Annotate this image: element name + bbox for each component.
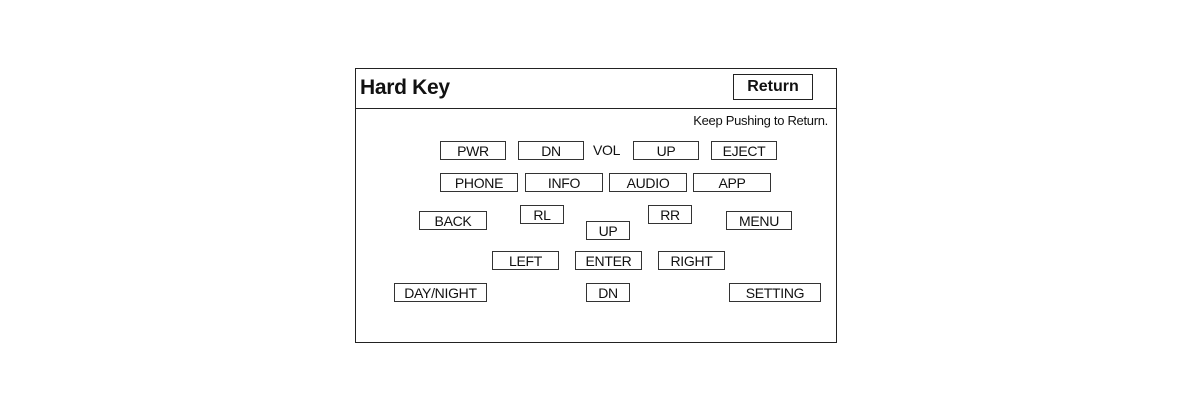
menu-key[interactable]: MENU	[726, 211, 792, 230]
up-key[interactable]: UP	[586, 221, 630, 240]
keep-pushing-hint: Keep Pushing to Return.	[693, 113, 828, 128]
vol-dn-key[interactable]: DN	[518, 141, 584, 160]
page-title: Hard Key	[360, 76, 450, 99]
rr-key[interactable]: RR	[648, 205, 692, 224]
back-key[interactable]: BACK	[419, 211, 487, 230]
info-key[interactable]: INFO	[525, 173, 603, 192]
setting-key[interactable]: SETTING	[729, 283, 821, 302]
rl-key[interactable]: RL	[520, 205, 564, 224]
audio-key[interactable]: AUDIO	[609, 173, 687, 192]
day-night-key[interactable]: DAY/NIGHT	[394, 283, 487, 302]
dn-key[interactable]: DN	[586, 283, 630, 302]
left-key[interactable]: LEFT	[492, 251, 559, 270]
app-key[interactable]: APP	[693, 173, 771, 192]
hard-key-screen: Hard Key Return Keep Pushing to Return. …	[355, 68, 837, 343]
phone-key[interactable]: PHONE	[440, 173, 518, 192]
right-key[interactable]: RIGHT	[658, 251, 725, 270]
title-bar: Hard Key Return	[356, 69, 836, 109]
pwr-key[interactable]: PWR	[440, 141, 506, 160]
eject-key[interactable]: EJECT	[711, 141, 777, 160]
vol-up-key[interactable]: UP	[633, 141, 699, 160]
return-button[interactable]: Return	[733, 74, 813, 100]
vol-label: VOL	[593, 142, 621, 158]
enter-key[interactable]: ENTER	[575, 251, 642, 270]
